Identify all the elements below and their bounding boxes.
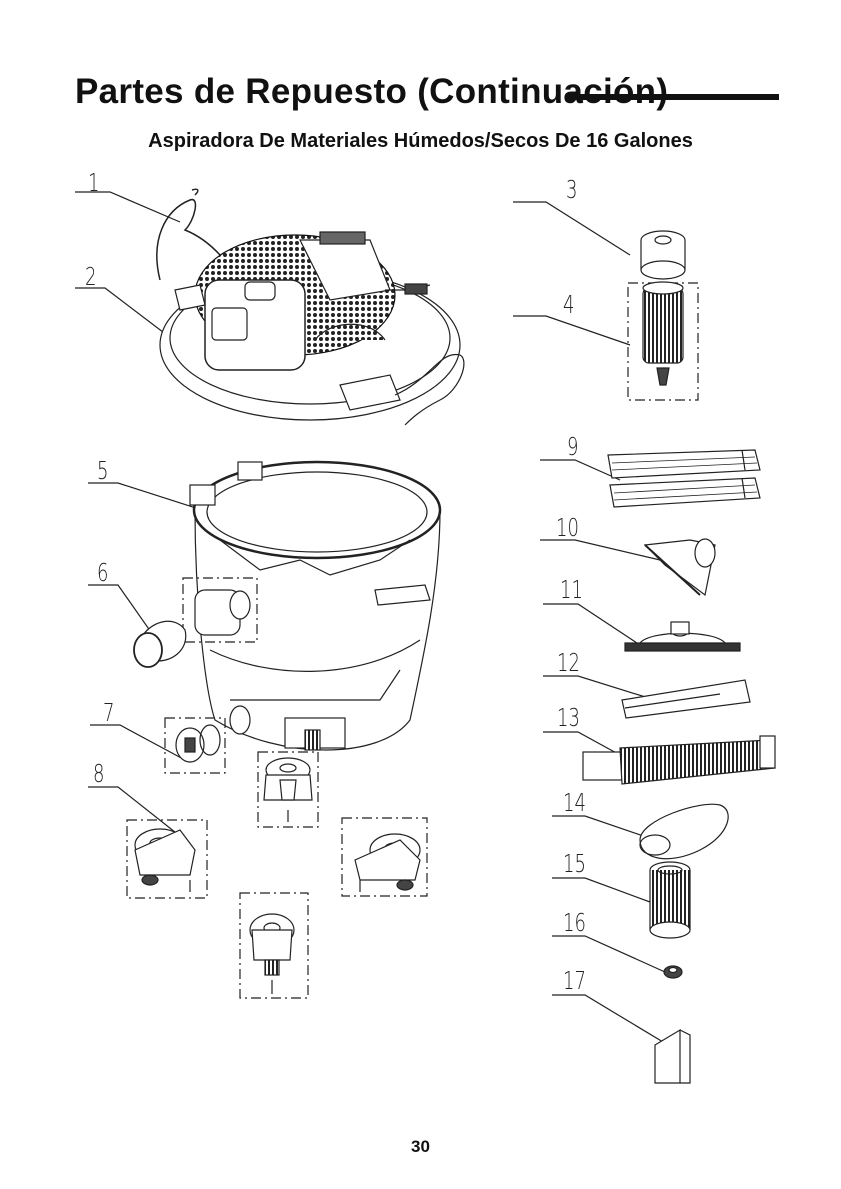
part-caster-front bbox=[258, 752, 318, 827]
part-extension-wands bbox=[608, 450, 760, 507]
part-cartridge-filter bbox=[650, 862, 690, 938]
page-number: 30 bbox=[0, 1137, 841, 1157]
part-caster-left bbox=[127, 820, 207, 898]
part-float-cage bbox=[628, 282, 698, 400]
part-hose bbox=[583, 736, 775, 784]
part-caster-rear bbox=[240, 893, 308, 998]
part-filter-cap bbox=[641, 231, 685, 279]
part-drain-cap bbox=[165, 706, 250, 773]
part-lid bbox=[160, 232, 464, 425]
part-manual bbox=[655, 1030, 690, 1083]
part-dust-bag bbox=[640, 804, 728, 858]
part-floor-nozzle bbox=[625, 622, 740, 651]
part-utility-nozzle bbox=[645, 539, 715, 595]
part-caster-right bbox=[342, 818, 427, 896]
part-filter-nut bbox=[664, 966, 682, 978]
part-crevice-tool bbox=[622, 680, 750, 718]
